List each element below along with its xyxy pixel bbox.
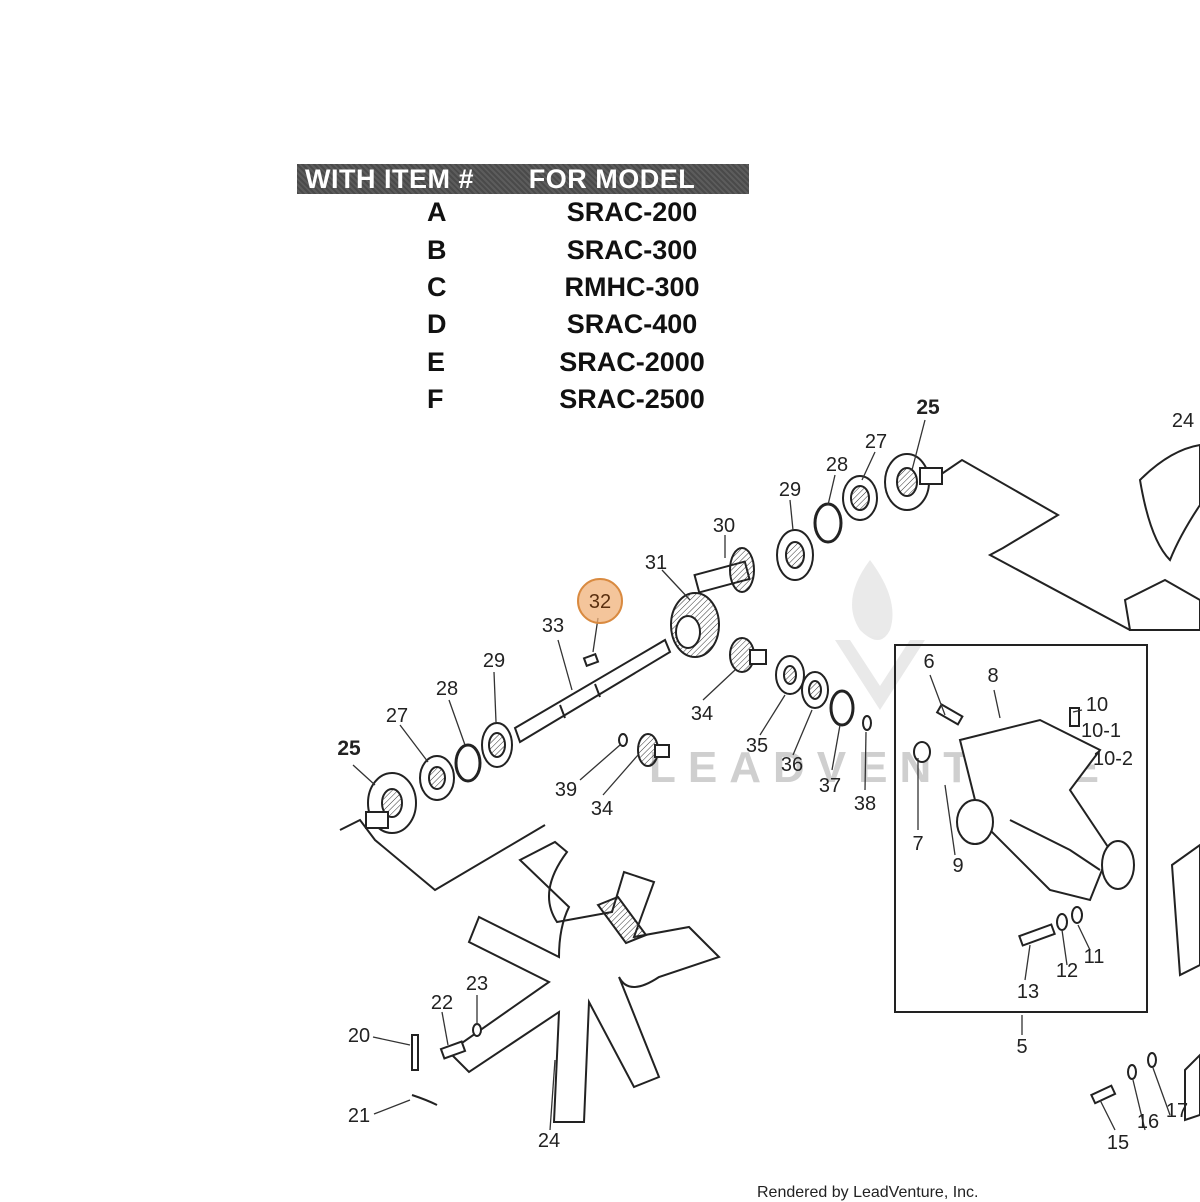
callout-34b: 34 <box>591 798 613 820</box>
hub-lower <box>365 772 417 834</box>
callout-27b: 27 <box>386 705 408 727</box>
hub-upper <box>884 453 943 511</box>
callout-29a: 29 <box>779 479 801 501</box>
model-table-row: D SRAC-400 <box>297 306 749 343</box>
callout-7a: 7 <box>912 833 923 855</box>
shaft-33 <box>513 638 672 744</box>
callout-38: 38 <box>854 793 876 815</box>
callout-15: 15 <box>1107 1132 1129 1154</box>
callout-10-2: 10-2 <box>1093 748 1133 770</box>
item-letter: F <box>427 384 444 415</box>
callout-10: 10 <box>1086 694 1108 716</box>
callout-23: 23 <box>466 973 488 995</box>
highlight-circle-32 <box>577 578 623 624</box>
callout-33: 33 <box>542 615 564 637</box>
bearing-27-upper <box>842 475 878 521</box>
callout-21: 21 <box>348 1105 370 1127</box>
right-tine-upper <box>939 443 1200 632</box>
gear-34-upper <box>729 637 767 673</box>
model-table-header: WITH ITEM # FOR MODEL <box>297 164 749 194</box>
right-tine-bottom <box>1184 1053 1200 1122</box>
callout-17: 17 <box>1166 1100 1188 1122</box>
item-letter: B <box>427 234 447 265</box>
callout-13: 13 <box>1017 981 1039 1003</box>
bearing-36 <box>801 671 829 709</box>
gear-31 <box>670 592 720 658</box>
bearing-35 <box>775 655 805 695</box>
callout-22: 22 <box>431 992 453 1014</box>
leader-lines <box>352 419 1171 1131</box>
gear-shaft-30 <box>693 547 755 594</box>
bearing-27-lower <box>419 755 455 801</box>
callout-9: 9 <box>952 855 963 877</box>
washer-38 <box>862 715 872 731</box>
callout-20: 20 <box>348 1025 370 1047</box>
callout-16: 16 <box>1137 1111 1159 1133</box>
gear-34-lower <box>637 733 670 767</box>
gearbox-housing <box>894 644 1148 1013</box>
model-name: SRAC-300 <box>566 234 698 265</box>
item-letter: E <box>427 346 446 377</box>
callout-11: 11 <box>1084 946 1105 968</box>
callout-36: 36 <box>781 754 803 776</box>
model-table-row: B SRAC-300 <box>297 231 749 268</box>
header-item-label: WITH ITEM # <box>305 163 474 194</box>
model-name: RMHC-300 <box>564 271 700 302</box>
model-name: SRAC-400 <box>566 309 698 340</box>
callout-37: 37 <box>819 775 841 797</box>
model-table-row: F SRAC-2500 <box>297 381 749 418</box>
callout-30: 30 <box>713 515 735 537</box>
callout-28b: 28 <box>436 678 458 700</box>
model-table-row: C RMHC-300 <box>297 269 749 306</box>
callout-34a: 34 <box>691 703 713 725</box>
callout-12: 12 <box>1056 960 1078 982</box>
callout-24b: 24 <box>538 1130 560 1152</box>
callout-32: 32 <box>589 591 611 613</box>
header-model-label: FOR MODEL <box>528 163 696 194</box>
callout-24a: 24 <box>1172 410 1194 432</box>
key-32 <box>582 652 600 668</box>
right-tine-lower <box>1170 843 1200 977</box>
washer-39 <box>618 733 628 747</box>
callout-5: 5 <box>1016 1036 1027 1058</box>
ring-37 <box>829 689 855 727</box>
render-credit: Rendered by LeadVenture, Inc. <box>757 1184 979 1201</box>
callout-25a: 25 <box>916 396 940 419</box>
item-letter: A <box>427 197 447 228</box>
callout-6: 6 <box>923 651 934 673</box>
watermark-logo <box>835 560 925 710</box>
callout-28a: 28 <box>826 454 848 476</box>
model-name: SRAC-2000 <box>559 346 705 377</box>
model-table-row: A SRAC-200 <box>297 194 749 231</box>
bearing-29-lower <box>481 722 513 768</box>
item-letter: C <box>427 271 447 302</box>
callout-labels: 25 24 27 28 29 30 31 32 33 34 35 36 37 38 29 28 27 25 39 34… <box>337 396 1194 1154</box>
ring-28-upper <box>813 502 843 544</box>
model-name: SRAC-200 <box>566 197 698 228</box>
callout-27a: 27 <box>865 431 887 453</box>
callout-39: 39 <box>555 779 577 801</box>
model-table-row: E SRAC-2000 <box>297 344 749 381</box>
bolt-15-set <box>1090 1052 1157 1105</box>
callout-25b: 25 <box>337 737 361 760</box>
item-letter: D <box>427 309 447 340</box>
tine-lower <box>339 818 721 1123</box>
callout-31: 31 <box>645 552 667 574</box>
callout-29b: 29 <box>483 650 505 672</box>
callout-10-1: 10-1 <box>1081 720 1121 742</box>
callout-8: 8 <box>987 665 998 687</box>
callout-35: 35 <box>746 735 768 757</box>
bearing-29-upper <box>776 529 814 581</box>
model-name: SRAC-2500 <box>559 384 705 415</box>
ring-28-lower <box>454 743 482 783</box>
